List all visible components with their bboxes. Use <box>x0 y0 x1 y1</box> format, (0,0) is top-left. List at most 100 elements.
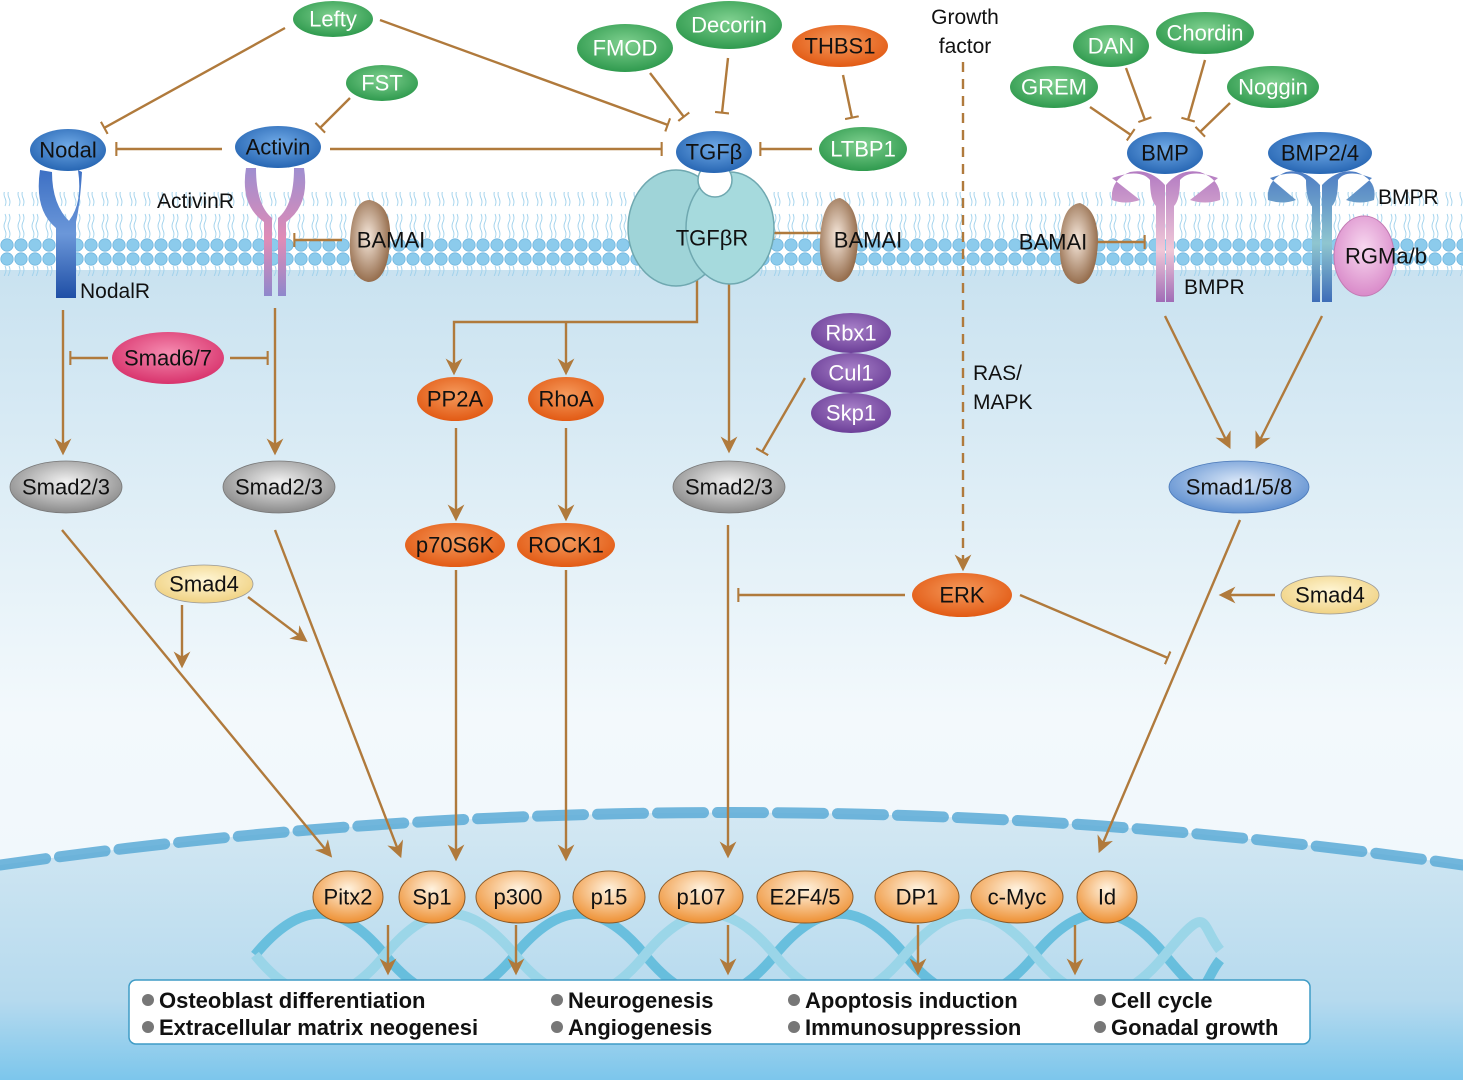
svg-text:Chordin: Chordin <box>1166 21 1243 46</box>
bmp24-receptor: BMPR RGMa/b <box>1267 171 1439 302</box>
svg-text:Smad1/5/8: Smad1/5/8 <box>1186 475 1292 500</box>
outcome-item: Cell cycle <box>1094 988 1213 1013</box>
node-ltbp1: LTBP1 <box>819 127 907 171</box>
svg-text:Smad4: Smad4 <box>1295 583 1365 608</box>
nodal-receptor: NodalR <box>38 170 150 303</box>
svg-text:factor: factor <box>939 35 992 58</box>
lefty-inhibits-nodal <box>100 26 286 135</box>
node-rhoa: RhoA <box>528 377 604 421</box>
svg-text:E2F4/5: E2F4/5 <box>770 885 841 910</box>
node-skp1: Skp1 <box>811 393 891 433</box>
erk-inhibits-smad158 <box>1019 593 1172 665</box>
svg-text:Noggin: Noggin <box>1238 75 1308 100</box>
nuclear-envelope <box>0 807 1463 871</box>
svg-text:Smad6/7: Smad6/7 <box>124 346 212 371</box>
svg-text:Angiogenesis: Angiogenesis <box>568 1015 712 1040</box>
svg-text:Smad4: Smad4 <box>169 572 239 597</box>
svg-text:p300: p300 <box>494 885 543 910</box>
tf-node-p107: p107 <box>658 870 744 924</box>
nodalr-label: NodalR <box>80 280 150 303</box>
tf-node-p300: p300 <box>475 870 561 924</box>
node-smad158: Smad1/5/8 <box>1168 460 1310 514</box>
node-dan: DAN <box>1073 25 1149 67</box>
svg-text:PP2A: PP2A <box>427 387 484 412</box>
dan-inhibits-bmp <box>1124 67 1152 124</box>
svg-text:MAPK: MAPK <box>973 391 1033 414</box>
svg-text:p15: p15 <box>591 885 628 910</box>
node-smad23-mid: Smad2/3 <box>222 460 336 514</box>
node-rbx1: Rbx1 <box>811 313 891 353</box>
fmod-inhibits-tgfb <box>649 72 690 122</box>
tf-node-id: Id <box>1076 870 1138 924</box>
svg-text:Apoptosis induction: Apoptosis induction <box>805 988 1018 1013</box>
smad23-to-pitx2 <box>61 529 333 858</box>
bullet-icon <box>142 994 154 1006</box>
bmpr-label-upper: BMPR <box>1378 186 1439 209</box>
node-smad67: Smad6/7 <box>112 332 224 384</box>
outcomes-box: Osteoblast differentiationExtracellular … <box>128 979 1311 1045</box>
node-nodal: Nodal <box>30 129 106 171</box>
bmpr-to-smad158 <box>1163 315 1231 450</box>
svg-text:Osteoblast differentiation: Osteoblast differentiation <box>159 988 425 1013</box>
svg-text:Smad2/3: Smad2/3 <box>22 475 110 500</box>
activinr-label: ActivinR <box>157 190 234 213</box>
svg-text:RAS/: RAS/ <box>973 362 1022 385</box>
svg-text:ERK: ERK <box>939 583 985 608</box>
node-smad4-right: Smad4 <box>1280 575 1380 615</box>
svg-text:p107: p107 <box>677 885 726 910</box>
svg-text:Skp1: Skp1 <box>826 401 876 426</box>
node-bmp: BMP <box>1127 132 1203 174</box>
node-tgfb: TGFβ <box>676 131 752 173</box>
svg-text:Gonadal growth: Gonadal growth <box>1111 1015 1278 1040</box>
chordin-inhibits-bmp <box>1181 59 1207 123</box>
smad4-arrow-right <box>247 596 308 643</box>
svg-text:DAN: DAN <box>1088 34 1134 59</box>
svg-text:Immunosuppression: Immunosuppression <box>805 1015 1021 1040</box>
scf-inhibits-smad23 <box>755 377 807 457</box>
node-grem: GREM <box>1010 66 1098 108</box>
bamai-right-label: BAMAI <box>1019 230 1087 255</box>
bullet-icon <box>1094 994 1106 1006</box>
tf-node-p15: p15 <box>572 870 646 924</box>
svg-text:Nodal: Nodal <box>39 138 96 163</box>
svg-text:GREM: GREM <box>1021 75 1087 100</box>
svg-text:DP1: DP1 <box>896 885 939 910</box>
outcome-item: Neurogenesis <box>551 988 714 1013</box>
svg-text:LTBP1: LTBP1 <box>830 137 896 162</box>
bamai-middle: BAMAI <box>819 198 902 282</box>
tf-node-e2f4-5: E2F4/5 <box>756 870 854 924</box>
bullet-icon <box>142 1021 154 1033</box>
node-fst: FST <box>346 65 418 101</box>
tf-node-sp1: Sp1 <box>398 870 466 924</box>
node-smad23-left: Smad2/3 <box>9 460 123 514</box>
svg-text:Smad2/3: Smad2/3 <box>685 475 773 500</box>
svg-text:Cul1: Cul1 <box>828 361 873 386</box>
node-chordin: Chordin <box>1156 12 1254 54</box>
outcome-item: Immunosuppression <box>788 1015 1021 1040</box>
bmpr-label-lower: BMPR <box>1184 276 1245 299</box>
svg-text:Rbx1: Rbx1 <box>825 321 876 346</box>
node-rock1: ROCK1 <box>517 523 615 567</box>
bamai-left-label: BAMAI <box>357 228 425 253</box>
bmp-receptor: BMPR <box>1111 171 1245 302</box>
bullet-icon <box>551 994 563 1006</box>
bullet-icon <box>551 1021 563 1033</box>
smad23-to-sp1 <box>273 529 404 859</box>
smad158-to-id <box>1097 519 1242 854</box>
svg-text:Cell cycle: Cell cycle <box>1111 988 1213 1013</box>
node-cul1: Cul1 <box>811 353 891 393</box>
node-bmp24: BMP2/4 <box>1268 132 1372 174</box>
svg-text:Extracellular matrix neogenesi: Extracellular matrix neogenesi <box>159 1015 478 1040</box>
grem-inhibits-bmp <box>1089 106 1136 142</box>
bamai-right: BAMAI <box>1019 203 1098 284</box>
node-lefty: Lefty <box>293 1 373 37</box>
tgfbr-label: TGFβR <box>676 226 749 251</box>
svg-text:FST: FST <box>361 71 403 96</box>
node-pp2a: PP2A <box>417 377 493 421</box>
decorin-inhibits-tgfb <box>714 57 730 115</box>
outcome-item: Angiogenesis <box>551 1015 712 1040</box>
node-fmod: FMOD <box>577 24 673 72</box>
